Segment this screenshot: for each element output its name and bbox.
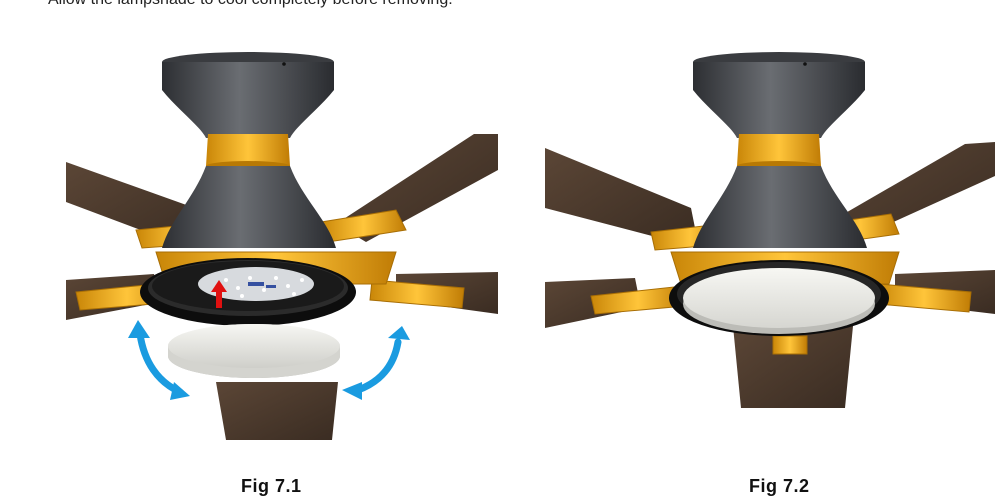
lampshade-detached — [168, 324, 340, 378]
fan-blade-bottom — [216, 382, 338, 440]
figure-caption-7-2: Fig 7.2 — [749, 476, 810, 496]
push-up-arrow-icon — [211, 280, 227, 308]
gold-decorative-ring — [206, 134, 290, 171]
rotate-counterclockwise-arrow-icon — [128, 320, 190, 400]
fan-blade-left-upper — [545, 148, 695, 242]
instruction-text: Allow the lampshade to cool completely b… — [48, 0, 453, 9]
motor-lower-bell — [693, 166, 867, 248]
figure-7-2-illustration — [545, 52, 995, 410]
ceiling-fan-lampshade-removed-drawing — [66, 52, 498, 440]
ceiling-fan-lampshade-installed-drawing — [545, 52, 995, 408]
figure-caption-7-1: Fig 7.1 — [241, 476, 302, 496]
rotate-clockwise-arrow-icon — [342, 326, 410, 400]
figure-7-1-illustration — [66, 52, 498, 444]
motor-housing — [693, 52, 865, 138]
motor-lower-bell — [162, 166, 336, 248]
fan-blade-bottom — [733, 326, 853, 408]
lampshade-installed — [683, 268, 875, 334]
motor-housing — [162, 52, 334, 138]
led-light-board — [198, 267, 314, 301]
gold-decorative-ring — [737, 134, 821, 171]
